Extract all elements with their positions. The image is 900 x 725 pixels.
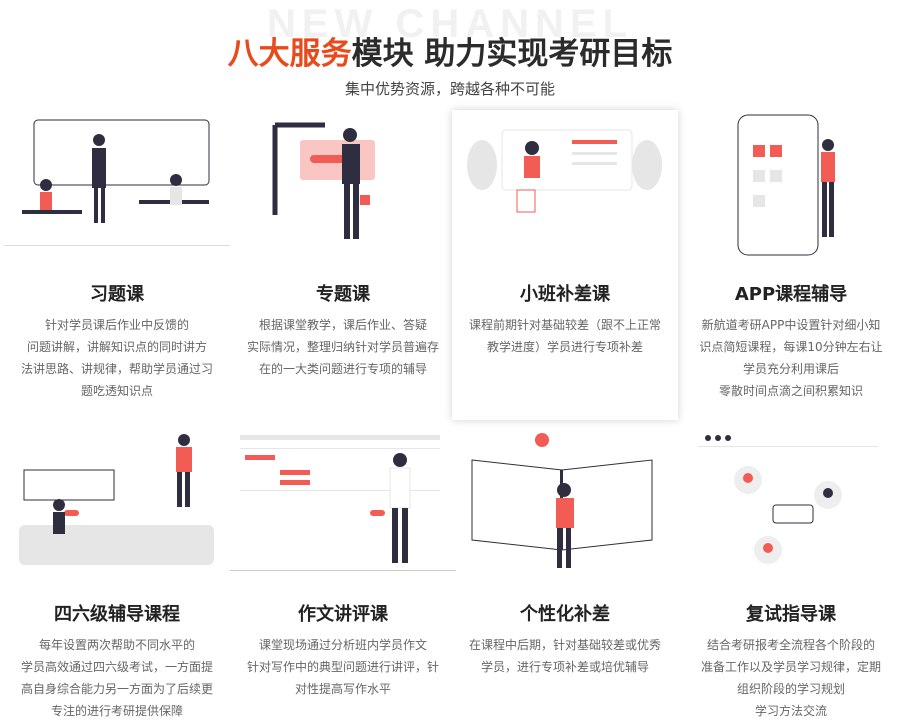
card-description: 根据课堂教学，课后作业、答疑实际情况，整理归纳针对学员普遍存在的一大类问题进行专…	[230, 314, 456, 380]
description-line: 对性提高写作水平	[294, 682, 391, 696]
description-line: 课程前期针对基础较差（跟不上正常	[468, 318, 661, 332]
card-description: 在课程中后期，针对基础较差或优秀学员，进行专项补差或培优辅导	[452, 634, 678, 678]
description-line: 根据课堂教学，课后作业、答疑	[258, 318, 427, 332]
card-title: 专题课	[316, 284, 370, 305]
description-line: 问题讲解，讲解知识点的同时讲方	[26, 340, 207, 354]
title-highlight: 八大服务	[227, 36, 352, 72]
service-card-exercise-class[interactable]: 习题课 针对学员课后作业中反馈的问题讲解，讲解知识点的同时讲方法讲思路、讲规律，…	[4, 110, 230, 402]
topic-class-illustration	[230, 110, 456, 260]
description-line: 法讲思路、讲规律，帮助学员通过习	[20, 362, 213, 376]
personalized-remedial-illustration	[452, 430, 678, 580]
description-line: 针对写作中的典型问题进行讲评，针	[246, 660, 439, 674]
card-title: 个性化补差	[520, 604, 610, 625]
service-card-cet-tutoring[interactable]: 四六级辅导课程 每年设置两次帮助不同水平的学员高效通过四六级考试，一方面提高自身…	[4, 430, 230, 722]
service-card-topic-class[interactable]: 专题课 根据课堂教学，课后作业、答疑实际情况，整理归纳针对学员普遍存在的一大类问…	[230, 110, 456, 380]
description-line: 实际情况，整理归纳针对学员普遍存	[246, 340, 439, 354]
service-card-essay-review[interactable]: 作文讲评课 课堂现场通过分析班内学员作文针对写作中的典型问题进行讲评，针对性提高…	[230, 430, 456, 700]
description-line: 组织阶段的学习规划	[736, 682, 845, 696]
card-description: 新航道考研APP中设置针对细小知识点简短课程，每课10分钟左右让学员充分利用课后…	[678, 314, 900, 402]
page-subtitle: 集中优势资源，跨越各种不可能	[344, 80, 555, 98]
description-line: 学习方法交流	[754, 704, 827, 718]
card-title: 小班补差课	[520, 284, 610, 305]
description-line: 准备工作以及学员学习规律，定期	[700, 660, 881, 674]
card-description: 课堂现场通过分析班内学员作文针对写作中的典型问题进行讲评，针对性提高写作水平	[230, 634, 456, 700]
card-title: 习题课	[90, 284, 144, 305]
description-line: 教学进度）学员进行专项补差	[486, 340, 643, 354]
description-line: 学员高效通过四六级考试，一方面提	[20, 660, 213, 674]
service-card-small-class-remedial[interactable]: 小班补差课 课程前期针对基础较差（跟不上正常教学进度）学员进行专项补差	[452, 110, 678, 420]
description-line: 新航道考研APP中设置针对细小知	[701, 318, 881, 332]
essay-review-illustration	[230, 430, 456, 580]
card-title: 作文讲评课	[298, 604, 388, 625]
description-line: 课堂现场通过分析班内学员作文	[258, 638, 427, 652]
description-line: 识点简短课程，每课10分钟左右让	[699, 340, 883, 354]
retest-guidance-illustration	[678, 430, 900, 580]
description-line: 专注的进行考研提供保障	[50, 704, 183, 718]
small-class-remedial-illustration	[452, 110, 678, 260]
card-title: 四六级辅导课程	[54, 604, 180, 625]
title-rest: 模块 助力实现考研目标	[351, 36, 673, 72]
description-line: 题吃透知识点	[80, 384, 153, 398]
description-line: 零散时间点滴之间积累知识	[718, 384, 863, 398]
page-title: 八大服务模块 助力实现考研目标	[0, 28, 900, 73]
app-tutoring-illustration	[678, 110, 900, 260]
description-line: 针对学员课后作业中反馈的	[44, 318, 189, 332]
description-line: 每年设置两次帮助不同水平的	[38, 638, 195, 652]
exercise-class-illustration	[4, 110, 230, 260]
service-card-personalized-remedial[interactable]: 个性化补差 在课程中后期，针对基础较差或优秀学员，进行专项补差或培优辅导	[452, 430, 678, 678]
service-card-retest-guidance[interactable]: 复试指导课 结合考研报考全流程各个阶段的准备工作以及学员学习规律，定期组织阶段的…	[678, 430, 900, 722]
cet-tutoring-illustration	[4, 430, 230, 580]
service-card-app-tutoring[interactable]: APP课程辅导 新航道考研APP中设置针对细小知识点简短课程，每课10分钟左右让…	[678, 110, 900, 402]
description-line: 高自身综合能力另一方面为了后续更	[20, 682, 213, 696]
watermark: NEW CHANNEL	[267, 2, 633, 46]
card-description: 针对学员课后作业中反馈的问题讲解，讲解知识点的同时讲方法讲思路、讲规律，帮助学员…	[4, 314, 230, 402]
card-title: 复试指导课	[746, 604, 836, 625]
description-line: 在的一大类问题进行专项的辅导	[258, 362, 427, 376]
card-title: APP课程辅导	[734, 284, 848, 305]
description-line: 结合考研报考全流程各个阶段的	[706, 638, 875, 652]
card-description: 结合考研报考全流程各个阶段的准备工作以及学员学习规律，定期组织阶段的学习规划学习…	[678, 634, 900, 722]
card-description: 每年设置两次帮助不同水平的学员高效通过四六级考试，一方面提高自身综合能力另一方面…	[4, 634, 230, 722]
description-line: 在课程中后期，针对基础较差或优秀	[468, 638, 661, 652]
card-description: 课程前期针对基础较差（跟不上正常教学进度）学员进行专项补差	[452, 314, 678, 358]
description-line: 学员充分利用课后	[742, 362, 839, 376]
description-line: 学员，进行专项补差或培优辅导	[480, 660, 649, 674]
